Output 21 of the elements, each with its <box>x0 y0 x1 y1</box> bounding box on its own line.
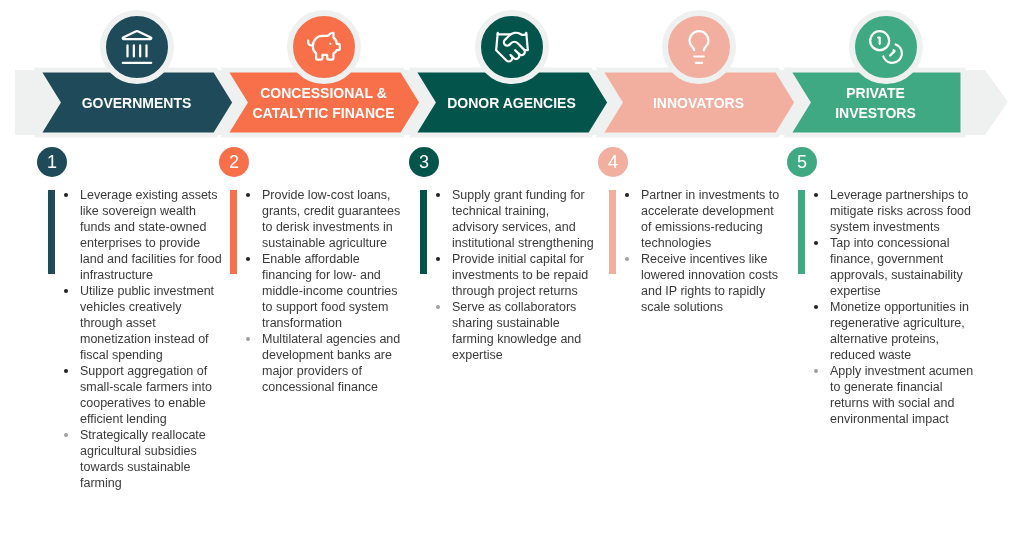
step-number: 3 <box>409 147 439 177</box>
bullet-text: Enable affordable financing for low- and middle-income countries to support food system transformation <box>262 251 399 331</box>
bullet-text: Partner in investments to accelerate development of emissions-reducing technologies <box>641 187 781 251</box>
bullet-text: Apply investment acumen to generate financial returns with social and environmental impact <box>830 363 974 427</box>
step-number: 1 <box>37 147 67 177</box>
step-number: 5 <box>787 147 817 177</box>
bullet-text: Provide low-cost loans, grants, credit guarantees to derisk investments in sustainable agriculture <box>262 187 402 251</box>
bullet-text: Provide initial capital for investments to be repaid through project returns <box>452 251 590 299</box>
bullet-text: Leverage partnerships to mitigate risks across food system investments <box>830 187 973 235</box>
bullet-text: Monetize opportunities in regenerative agriculture, alternative proteins, reduced waste <box>830 299 970 363</box>
bullet-text: Multilateral agencies and development banks are major providers of concessional finance <box>262 331 402 395</box>
step-number: 2 <box>219 147 249 177</box>
bullet-text: Leverage existing assets like sovereign wealth funds and state-owned enterprises to provide land and facilities for food infrastructure <box>80 187 223 283</box>
bullet-text: Utilize public investment vehicles creatively through asset monetization instead of fiscal spending <box>80 283 216 363</box>
bullet-text: Support aggregation of small-scale farmers into cooperatives to enable efficient lending <box>80 363 213 427</box>
bullet-text: Strategically reallocate agricultural subsidies towards sustainable farming <box>80 427 207 491</box>
bullet-text: Serve as collaborators sharing sustainable farming knowledge and expertise <box>452 299 583 363</box>
bullet-text: Receive incentives like lowered innovation costs and IP rights to rapidly scale solutions <box>641 251 779 315</box>
step-number: 4 <box>598 147 628 177</box>
bullet-text: Tap into concessional finance, government approvals, sustainability expertise <box>830 235 964 299</box>
bullet-text: Supply grant funding for technical training, advisory services, and institutional strengthening <box>452 187 595 251</box>
